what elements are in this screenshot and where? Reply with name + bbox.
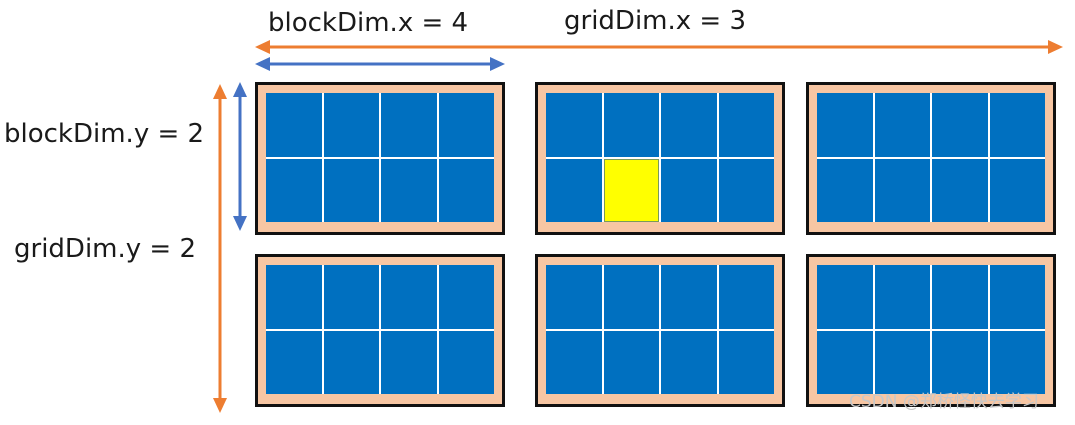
thread (323, 330, 379, 394)
thread (817, 265, 873, 329)
thread (718, 265, 774, 329)
thread (266, 330, 322, 394)
thread (323, 93, 379, 157)
thread (381, 158, 437, 222)
grid-dim-y-arrow (213, 84, 227, 413)
thread (874, 93, 930, 157)
block-0-1 (255, 254, 505, 407)
thread (546, 330, 602, 394)
grid-dim-x-arrow (255, 40, 1063, 54)
thread (603, 330, 659, 394)
thread (661, 158, 717, 222)
thread (874, 330, 930, 394)
thread (323, 265, 379, 329)
thread-area (266, 265, 494, 394)
thread (817, 93, 873, 157)
thread (932, 265, 988, 329)
thread (817, 158, 873, 222)
highlighted-thread (603, 158, 659, 222)
thread (438, 158, 494, 222)
thread (438, 93, 494, 157)
thread (323, 158, 379, 222)
block-0-0 (255, 82, 505, 235)
thread (546, 93, 602, 157)
thread (989, 158, 1045, 222)
grid-dim-y-label: gridDim.y = 2 (14, 234, 196, 264)
thread (661, 93, 717, 157)
thread (603, 265, 659, 329)
block-dim-y-label: blockDim.y = 2 (4, 119, 205, 149)
thread-area (546, 93, 774, 222)
thread (266, 158, 322, 222)
thread-area (817, 265, 1045, 394)
thread (874, 265, 930, 329)
thread (989, 330, 1045, 394)
block-dim-x-arrow (255, 57, 505, 71)
thread (381, 93, 437, 157)
thread (381, 330, 437, 394)
block-dim-y-arrow (233, 82, 247, 231)
thread (874, 158, 930, 222)
thread-area (266, 93, 494, 222)
thread (932, 93, 988, 157)
thread (718, 158, 774, 222)
block-2-1 (806, 254, 1056, 407)
block-1-0 (535, 82, 785, 235)
watermark: CSDN @郑桥怪快去学习 (849, 392, 1039, 412)
thread (381, 265, 437, 329)
thread (661, 330, 717, 394)
thread (546, 265, 602, 329)
block-1-1 (535, 254, 785, 407)
thread (932, 158, 988, 222)
thread (546, 158, 602, 222)
thread (266, 265, 322, 329)
thread (603, 93, 659, 157)
thread (718, 330, 774, 394)
thread (438, 330, 494, 394)
thread-area (817, 93, 1045, 222)
thread (266, 93, 322, 157)
thread (989, 265, 1045, 329)
thread (989, 93, 1045, 157)
thread (718, 93, 774, 157)
thread (817, 330, 873, 394)
thread (661, 265, 717, 329)
thread (932, 330, 988, 394)
thread-area (546, 265, 774, 394)
grid-dim-x-label: gridDim.x = 3 (564, 6, 746, 36)
thread (438, 265, 494, 329)
block-dim-x-label: blockDim.x = 4 (268, 8, 469, 38)
block-2-0 (806, 82, 1056, 235)
